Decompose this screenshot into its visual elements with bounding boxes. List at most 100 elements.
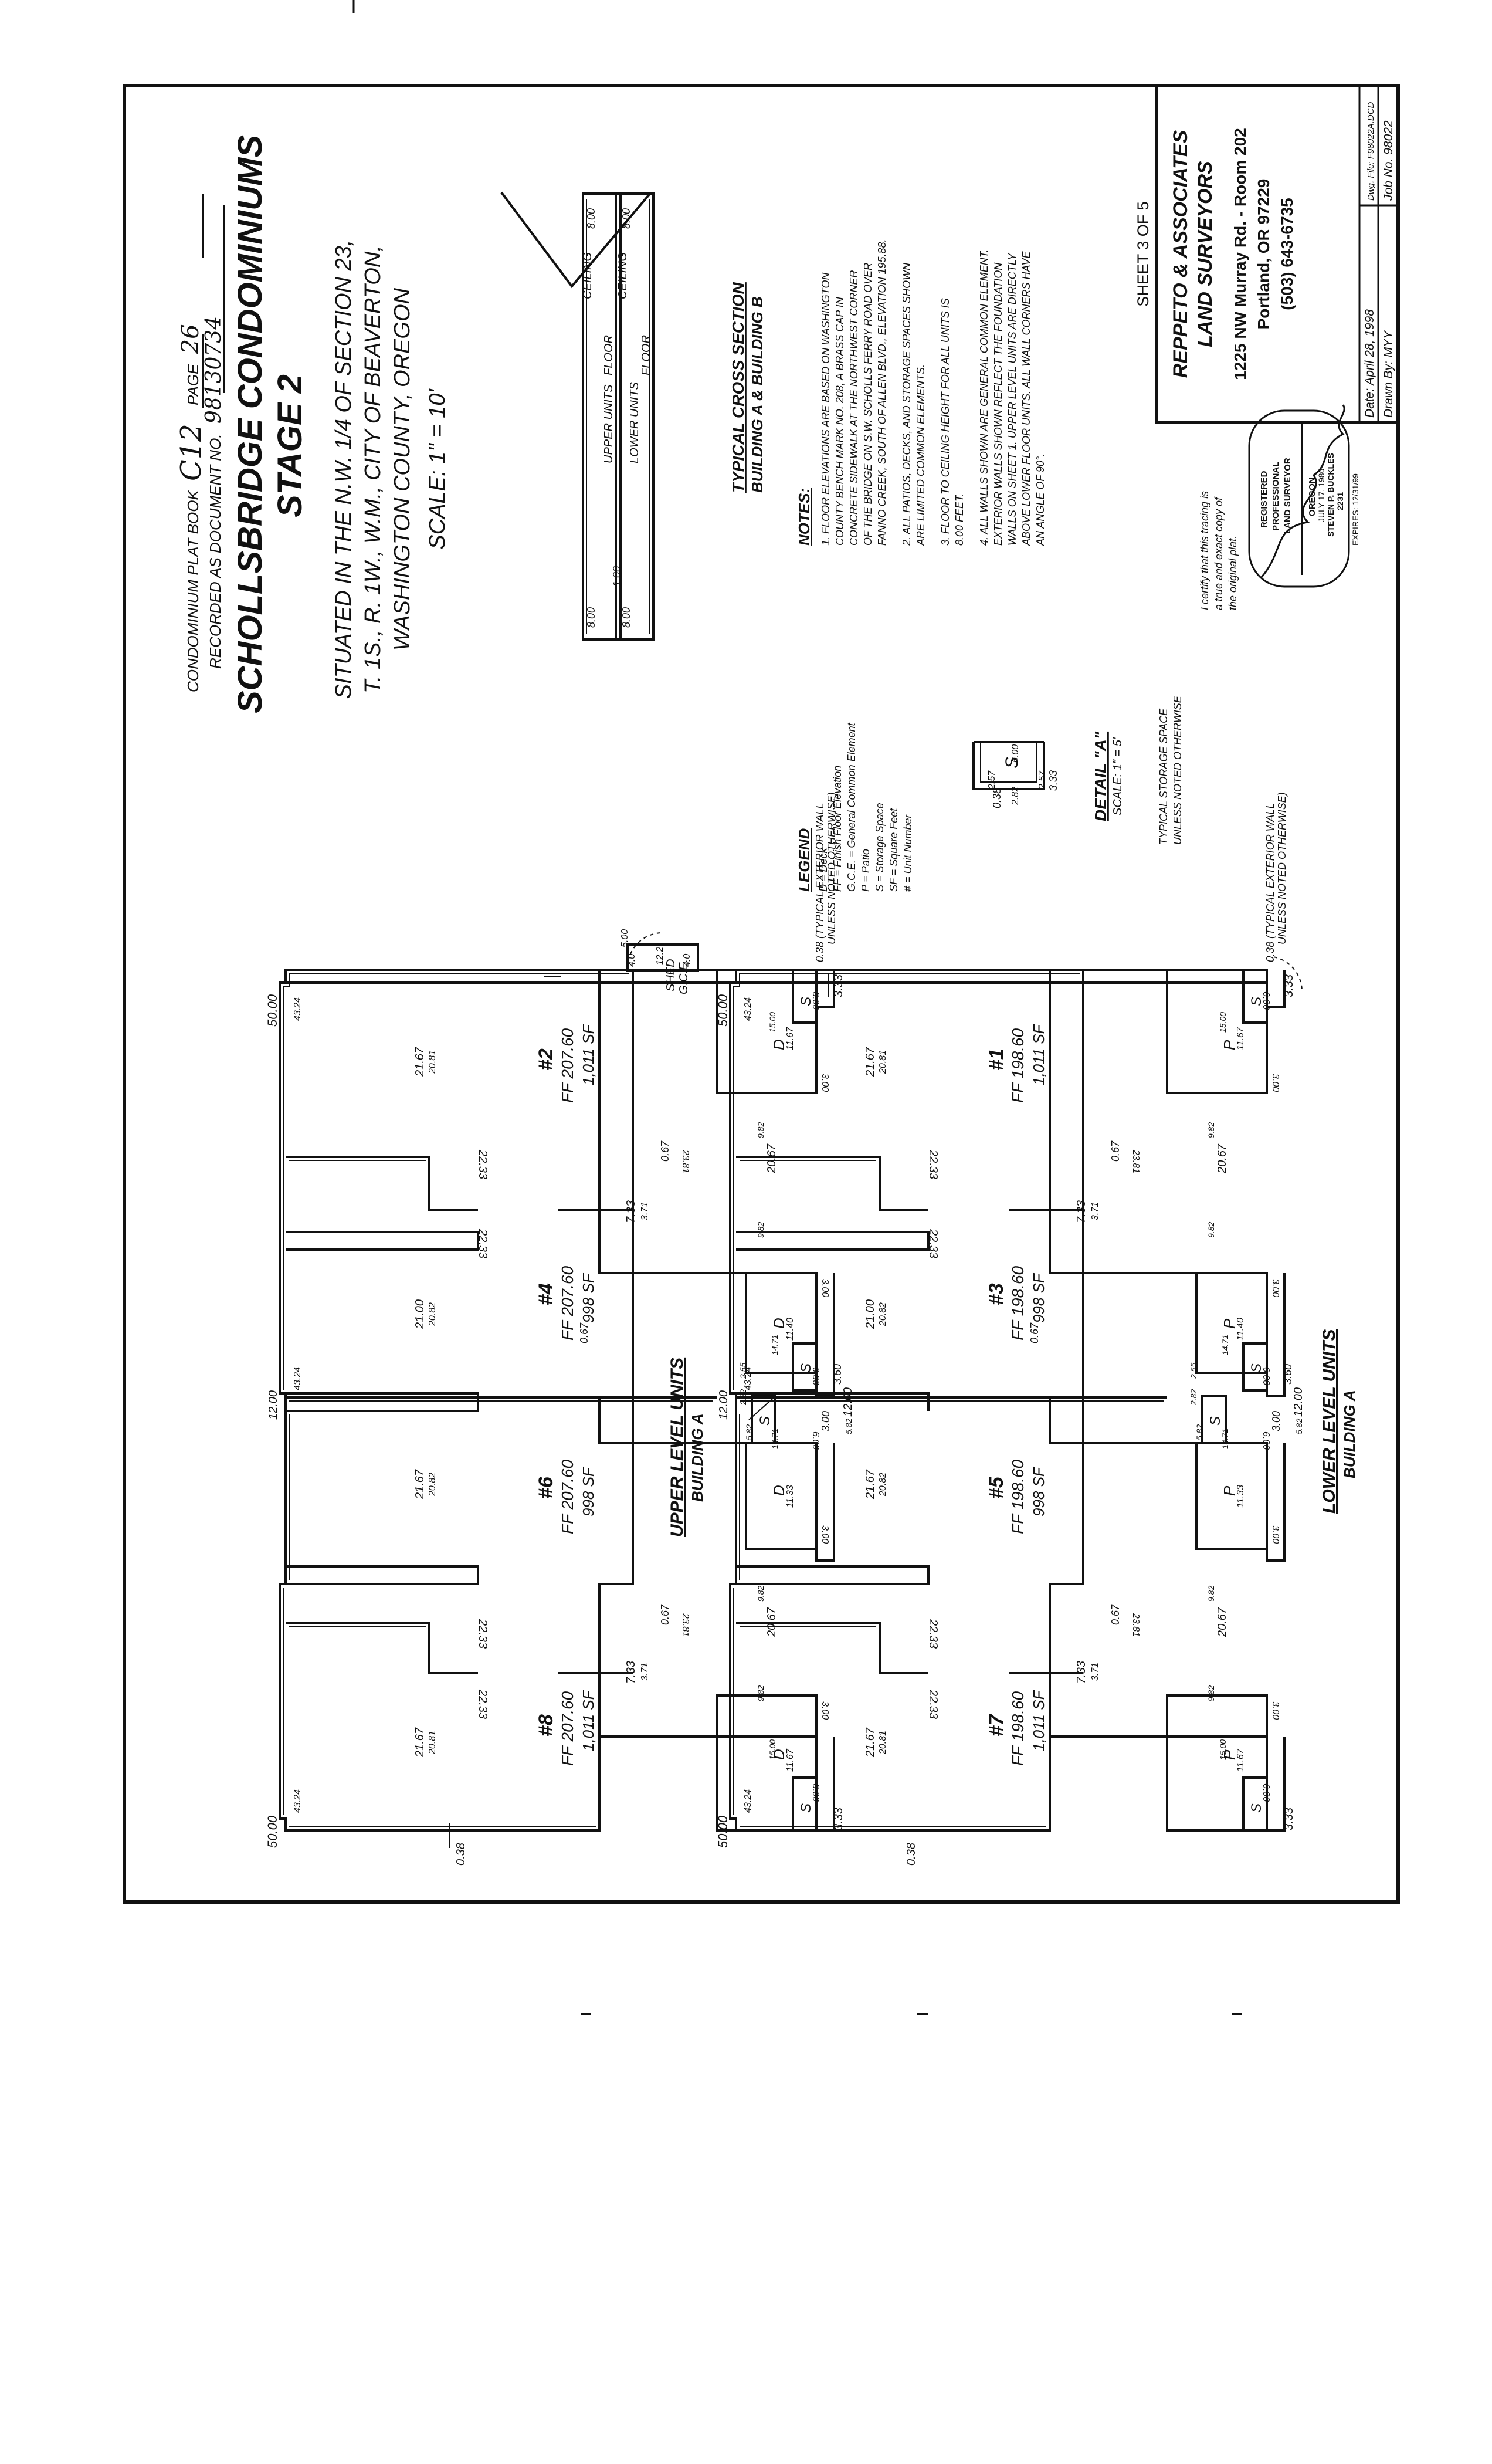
cross-section: UPPER UNITS LOWER UNITS CEILING CEILING …: [500, 191, 766, 641]
lower-units-label: LOWER UNITS: [628, 381, 641, 463]
storage-label: S: [798, 1803, 814, 1813]
cross-section-subtitle: BUILDING A & BUILDING B: [748, 296, 766, 493]
stamp-text: EXPIRES: 12/31/99: [1351, 473, 1360, 546]
dim-label: 15.00: [768, 1739, 777, 1760]
dim-label: 43.24: [293, 1789, 303, 1813]
floor-label: FLOOR: [602, 335, 615, 375]
dim-label: 15.00: [1218, 1012, 1227, 1033]
lower-storage-1: [1242, 969, 1268, 1024]
stage-title: STAGE 2: [271, 374, 309, 517]
notes: NOTES: 1. FLOOR ELEVATIONS ARE BASED ON …: [795, 239, 1046, 546]
certification-line: a true and exact copy of: [1213, 496, 1225, 610]
unit-sf-7: 1,011 SF: [1030, 1689, 1047, 1751]
shed-dim: 12.2: [655, 947, 665, 965]
upper-exterior-bumps: [280, 970, 479, 1585]
title-block: SHEET 3 OF 5 REPPETO & ASSOCIATES LAND S…: [1134, 84, 1399, 424]
storage-label: S: [757, 1416, 773, 1426]
drawn-by: Drawn By: MYY: [1382, 330, 1395, 418]
unit-ff-5: FF 198.60: [1009, 1459, 1027, 1534]
detail-a-caption: UNLESS NOTED OTHERWISE: [1172, 695, 1184, 845]
dim-label: 12.00: [1292, 1387, 1305, 1417]
lower-plan-title: LOWER LEVEL UNITS: [1320, 1329, 1339, 1514]
situated-line-3: WASHINGTON COUNTY, OREGON: [390, 287, 415, 650]
note-line: 3. FLOOR TO CEILING HEIGHT FOR ALL UNITS…: [940, 298, 951, 546]
exterior-wall-note: 0.38 (TYPICAL EXTERIOR WALL: [1264, 803, 1276, 962]
dim-label: 9.82: [1206, 1122, 1216, 1138]
dim-label: 6.00: [1261, 1783, 1271, 1802]
note-line: COUNTY BENCH MARK NO. 208, A BRASS CAP I…: [834, 296, 846, 546]
legend-item: D = Deck: [818, 847, 829, 892]
dwg-file: Dwg. File: F98022A.DCD: [1366, 101, 1376, 201]
porch-label: P: [1220, 1485, 1238, 1496]
dim-label: 0.67: [1110, 1604, 1121, 1625]
upper-porch-6: [745, 1442, 818, 1550]
upper-offsets: [284, 981, 816, 1420]
dim-label: 22.33: [476, 1228, 489, 1258]
unit-ff-4: FF 207.60: [558, 1265, 577, 1341]
note-line: ABOVE LOWER FLOOR UNITS. ALL WALL CORNER…: [1020, 251, 1032, 546]
note-line: AN ANGLE OF 90°.: [1035, 453, 1046, 546]
cross-section-title: TYPICAL CROSS SECTION: [729, 282, 747, 493]
detail-a-outline: [972, 742, 1045, 790]
dim-label: 3.00: [1270, 1411, 1282, 1431]
dim-label: 22.33: [476, 1619, 489, 1649]
dim-label: 3.00: [820, 1525, 830, 1544]
roof-outline: [500, 191, 652, 289]
dim-label: 3.00: [1270, 1701, 1280, 1720]
dim-label: 3.00: [1270, 1525, 1280, 1544]
detail-a-dim: 2.57: [987, 770, 997, 790]
dim-label: 11.67: [1236, 1027, 1246, 1050]
lower-storage-7: [1242, 1776, 1268, 1832]
dim-label: 50.00: [265, 1815, 280, 1848]
detail-a-dim: 2.57: [1037, 770, 1047, 790]
upper-party-walls: [286, 1156, 717, 1674]
unit-number-4: #4: [535, 1283, 557, 1305]
porch-label: D: [770, 1749, 788, 1760]
dim-label: 21.67: [413, 1469, 426, 1500]
unit-number-2: #2: [535, 1048, 557, 1071]
dim-label: 12.00: [267, 1390, 280, 1420]
exterior-wall-note: UNLESS NOTED OTHERWISE): [1276, 792, 1288, 945]
dim-label: 0.67: [1110, 1140, 1121, 1162]
dim-label: 9.82: [1206, 1685, 1216, 1701]
lower-offsets: [736, 981, 1267, 1585]
lower-party-walls: [736, 1156, 1167, 1674]
dim-label: 3.00: [820, 1411, 832, 1431]
height-dimension: 8.00: [585, 607, 597, 628]
dim-label: 6.00: [811, 1431, 820, 1450]
dim-label: 11.67: [785, 1027, 795, 1050]
dim-label: 3.00: [820, 1701, 830, 1720]
dim-label: 3.71: [1090, 1202, 1100, 1220]
dim-label: 3.71: [640, 1663, 650, 1681]
lower-porch-1: [1166, 969, 1268, 1094]
upper-plan-subtitle: BUILDING A: [689, 1413, 706, 1502]
dim-label: 22.33: [927, 1228, 940, 1258]
exterior-wall-note: UNLESS NOTED OTHERWISE): [826, 792, 837, 945]
upper-level-plan: #2 FF 207.60 1,011 SF #4 FF 207.60 998 S…: [265, 792, 854, 1866]
stamp-text: LAND SURVEYOR: [1283, 458, 1293, 534]
dim-label: 50.00: [716, 1815, 730, 1848]
dim-label: 0.67: [659, 1604, 671, 1625]
dim-label: 21.67: [413, 1047, 426, 1077]
dim-label: 20.82: [428, 1473, 438, 1497]
unit-sf-5: 998 SF: [1030, 1466, 1047, 1517]
stamp-text: STEVEN P. BUCKLES: [1326, 453, 1335, 537]
dim-label: 6.00: [1261, 1367, 1271, 1385]
legend-item: SF = Square Feet: [888, 808, 900, 892]
storage-label: S: [1208, 1416, 1223, 1426]
dim-label: 5.82: [1294, 1419, 1304, 1434]
dim-label: 6.00: [1261, 991, 1271, 1010]
unit-sf-4: 998 SF: [579, 1272, 597, 1323]
dim-label: 3.33: [1283, 1808, 1296, 1830]
surveyor-signature: [1260, 404, 1345, 578]
stamp-text: JULY 17, 1986: [1317, 468, 1326, 522]
upper-porch-2: [716, 969, 818, 1094]
detail-a: S 0.38 3.33 2.57 2.82 2.57 6.00 DETAIL "…: [972, 695, 1184, 845]
certification-line: I certify that this tracing is: [1199, 491, 1210, 610]
dim-label: 11.40: [1236, 1318, 1246, 1341]
unit-number-8: #8: [535, 1714, 557, 1737]
dim-label: 2.55: [738, 1363, 748, 1379]
note-line: OF THE BRIDGE ON S.W. SCHOLLS FERRY ROAD…: [862, 263, 874, 546]
recorded-value: 98130734: [202, 316, 226, 424]
plat-title: CONDOMINIUM PLAT BOOK C12 PAGE 26 RECORD…: [175, 135, 450, 713]
